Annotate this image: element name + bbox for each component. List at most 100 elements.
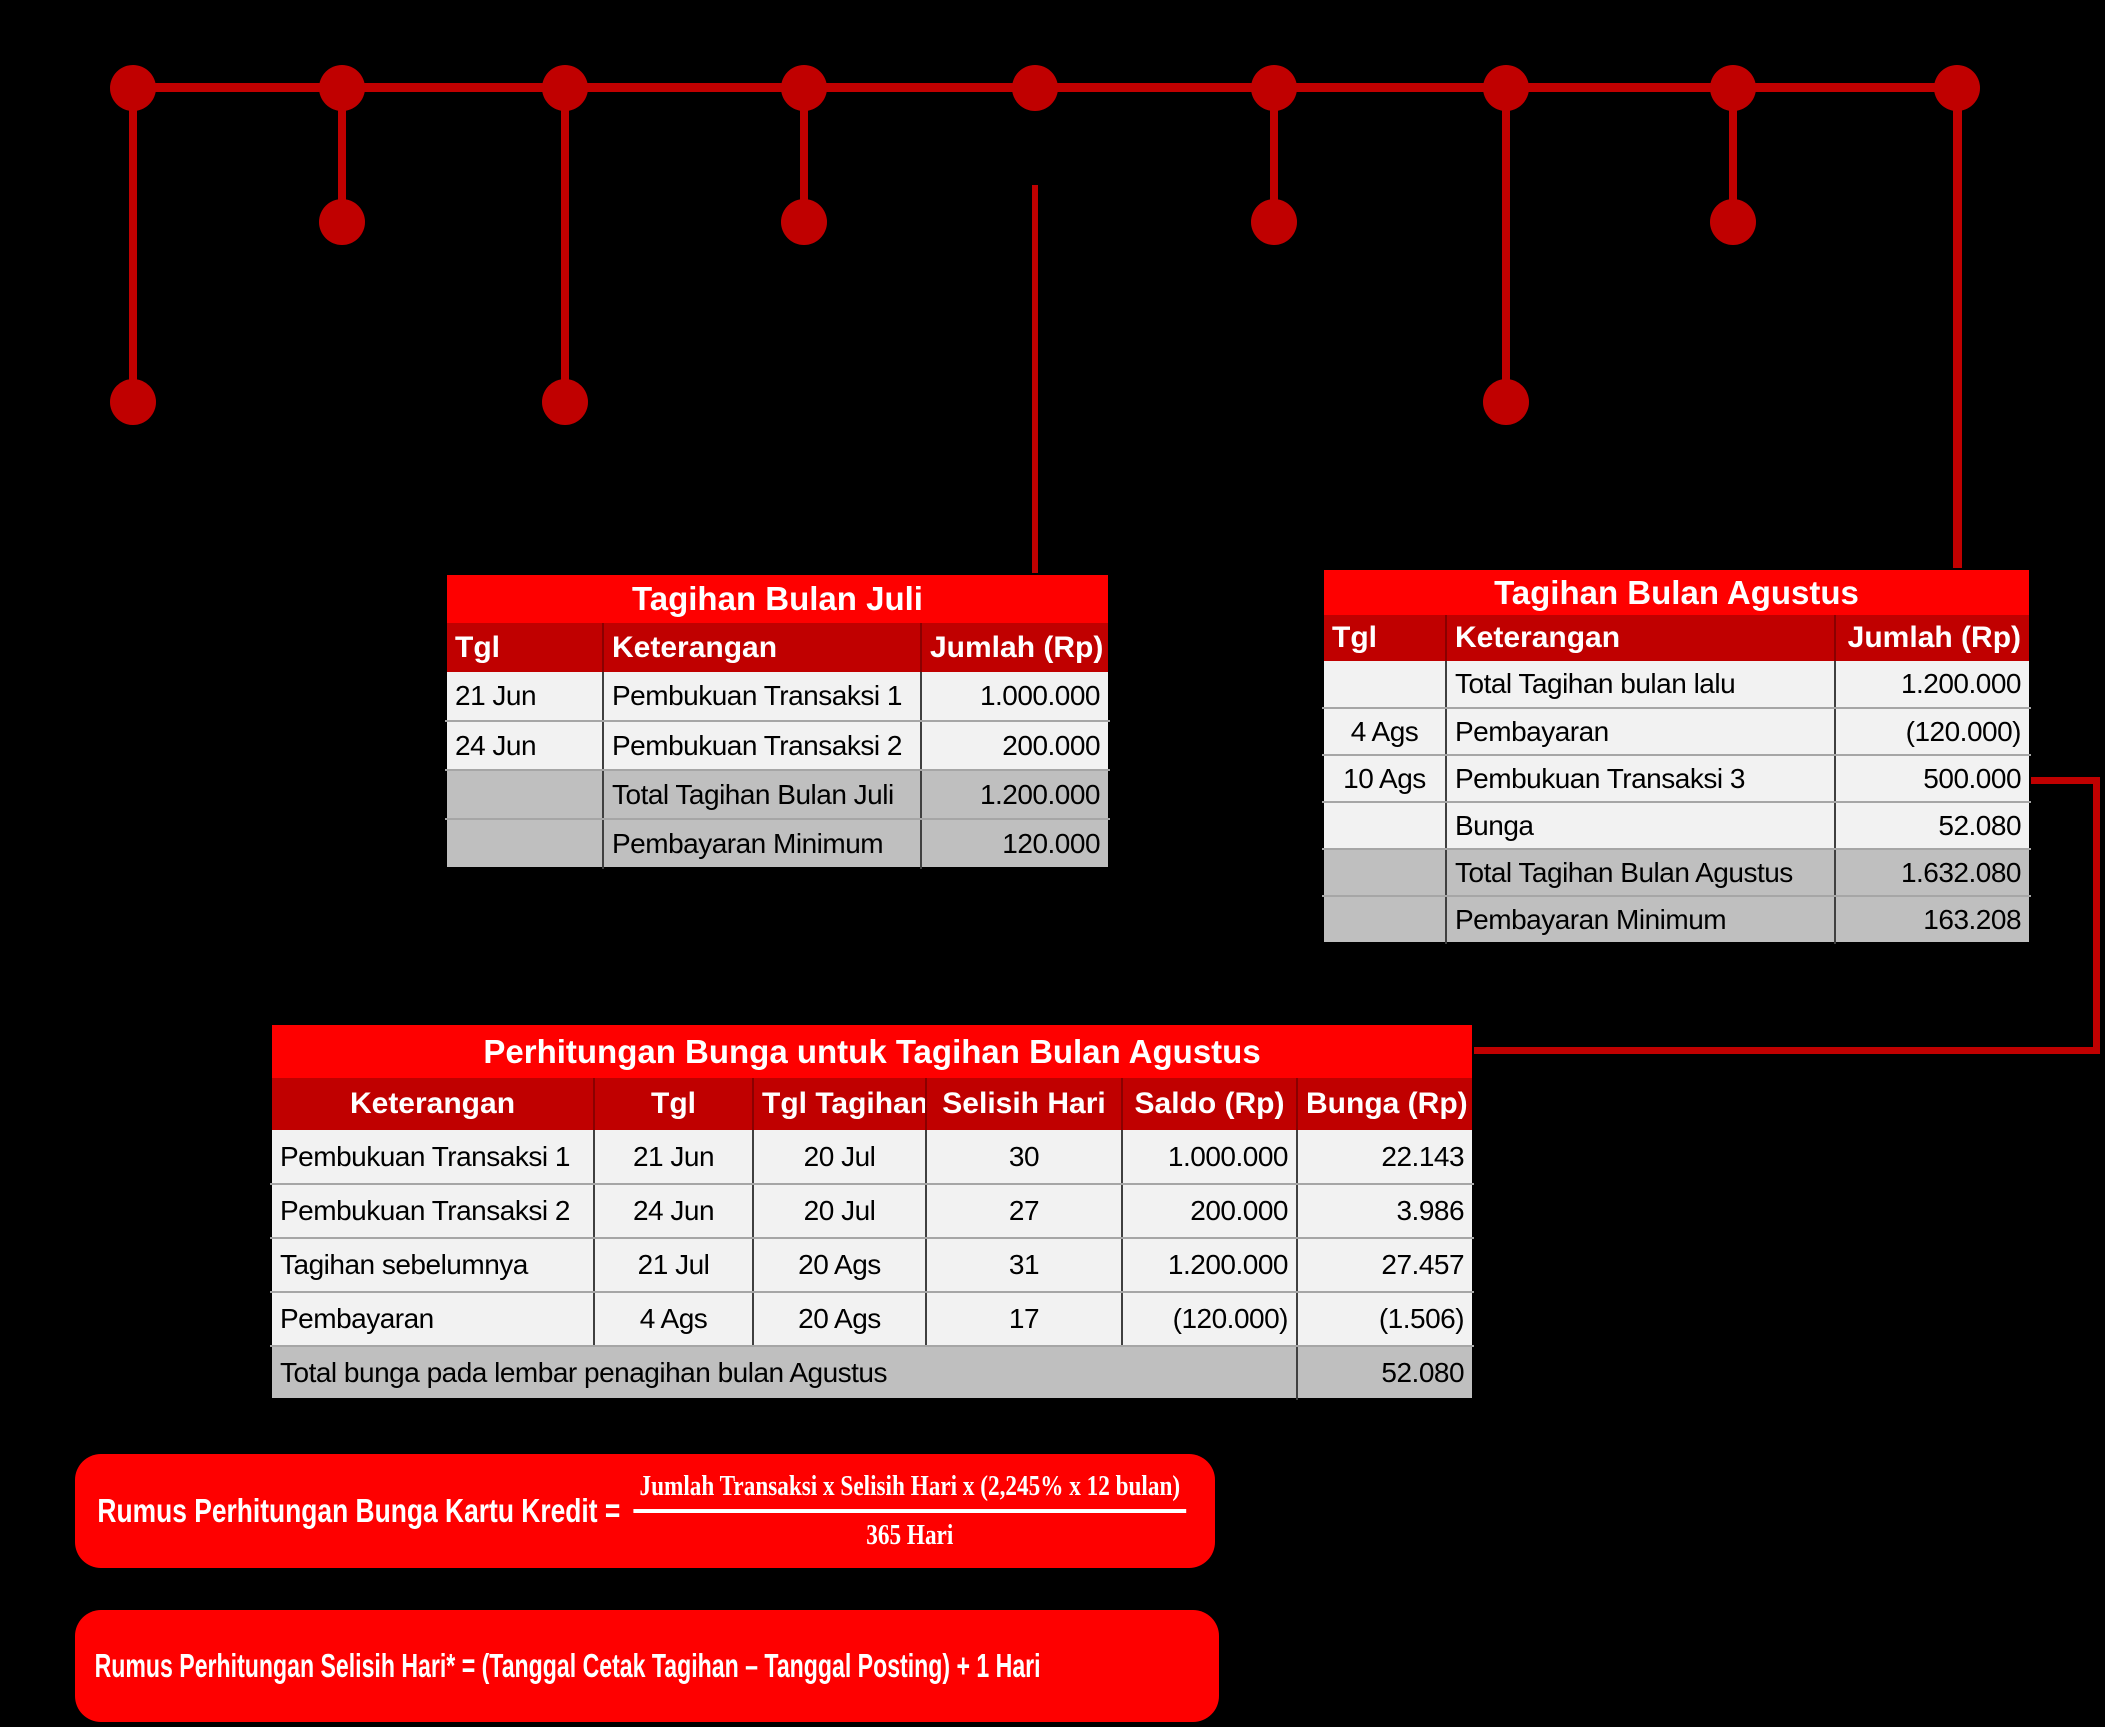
table-cell: Pembayaran Minimum xyxy=(1446,896,1836,943)
timeline-end-dot-icon xyxy=(110,379,156,425)
table-cell xyxy=(1323,802,1447,850)
table-cell: Total Tagihan Bulan Juli xyxy=(603,770,922,820)
table-cell: 30 xyxy=(926,1130,1123,1185)
connector-agustus-right-segment xyxy=(2029,777,2100,784)
table-cell: 500.000 xyxy=(1835,755,2031,803)
perhitungan-header-bunga: Bunga (Rp) xyxy=(1297,1078,1474,1130)
timeline-end-dot-icon xyxy=(1483,379,1529,425)
timeline-stem xyxy=(800,88,808,222)
table-perhitungan-title: Perhitungan Bunga untuk Tagihan Bulan Ag… xyxy=(271,1024,1474,1078)
timeline-stem xyxy=(129,88,137,402)
table-cell xyxy=(1323,849,1447,897)
table-cell xyxy=(1323,896,1447,943)
timeline-node-icon xyxy=(1012,65,1058,111)
table-perhitungan-bunga: Perhitungan Bunga untuk Tagihan Bulan Ag… xyxy=(270,1023,1475,1400)
table-row: Tagihan sebelumnya 21 Jul 20 Ags 31 1.20… xyxy=(271,1238,1474,1293)
table-cell: Pembukuan Transaksi 1 xyxy=(603,672,922,722)
table-cell: 120.000 xyxy=(921,819,1110,868)
total-bunga-value: 52.080 xyxy=(1297,1346,1474,1399)
table-cell: 27 xyxy=(926,1184,1123,1239)
table-cell: 1.200.000 xyxy=(921,770,1110,820)
table-cell: 24 Jun xyxy=(446,721,604,771)
table-cell: 4 Ags xyxy=(1323,708,1447,756)
table-row: Pembayaran 4 Ags 20 Ags 17 (120.000) (1.… xyxy=(271,1292,1474,1347)
table-cell: 20 Ags xyxy=(753,1238,927,1293)
table-cell: Pembukuan Transaksi 1 xyxy=(271,1130,595,1185)
table-cell: 1.000.000 xyxy=(1122,1130,1298,1185)
table-cell xyxy=(1323,661,1447,709)
connector-node9-to-agustus-table xyxy=(1953,88,1962,568)
table-cell: Pembukuan Transaksi 2 xyxy=(603,721,922,771)
table-cell: Pembayaran Minimum xyxy=(603,819,922,868)
timeline-end-dot-icon xyxy=(1710,199,1756,245)
table-cell: 163.208 xyxy=(1835,896,2031,943)
table-cell: 200.000 xyxy=(921,721,1110,771)
table-cell: (120.000) xyxy=(1122,1292,1298,1347)
table-cell: 52.080 xyxy=(1835,802,2031,850)
table-cell: Tagihan sebelumnya xyxy=(271,1238,595,1293)
total-bunga-label: Total bunga pada lembar penagihan bulan … xyxy=(271,1346,1298,1399)
table-cell: 20 Jul xyxy=(753,1184,927,1239)
table-cell: 10 Ags xyxy=(1323,755,1447,803)
table-cell: Total Tagihan Bulan Agustus xyxy=(1446,849,1836,897)
table-cell: 1.632.080 xyxy=(1835,849,2031,897)
perhitungan-header-keterangan: Keterangan xyxy=(271,1078,595,1130)
table-cell: Pembayaran xyxy=(1446,708,1836,756)
perhitungan-header-saldo: Saldo (Rp) xyxy=(1122,1078,1298,1130)
formula-selisih-label: Rumus Perhitungan Selisih Hari* = (Tangg… xyxy=(94,1647,1041,1684)
timeline-stem xyxy=(1270,88,1278,222)
table-cell: Bunga xyxy=(1446,802,1836,850)
timeline-end-dot-icon xyxy=(1251,199,1297,245)
table-cell: 21 Jun xyxy=(446,672,604,722)
table-row: 24 Jun Pembukuan Transaksi 2 200.000 xyxy=(446,721,1110,771)
timeline-end-dot-icon xyxy=(542,379,588,425)
timeline-end-dot-icon xyxy=(319,199,365,245)
table-cell: 20 Jul xyxy=(753,1130,927,1185)
table-row: Total Tagihan Bulan Agustus 1.632.080 xyxy=(1323,849,2031,897)
table-cell: 31 xyxy=(926,1238,1123,1293)
table-row: Pembayaran Minimum 120.000 xyxy=(446,819,1110,868)
table-agustus: Tagihan Bulan Agustus Tgl Keterangan Jum… xyxy=(1322,568,2032,944)
table-cell: 21 Jun xyxy=(594,1130,754,1185)
table-row: 21 Jun Pembukuan Transaksi 1 1.000.000 xyxy=(446,672,1110,722)
table-cell: 1.200.000 xyxy=(1122,1238,1298,1293)
table-cell: (120.000) xyxy=(1835,708,2031,756)
table-cell: 27.457 xyxy=(1297,1238,1474,1293)
table-cell: Pembukuan Transaksi 3 xyxy=(1446,755,1836,803)
agustus-header-tgl: Tgl xyxy=(1323,615,1447,661)
table-row: Pembukuan Transaksi 1 21 Jun 20 Jul 30 1… xyxy=(271,1130,1474,1185)
table-row: Total Tagihan bulan lalu 1.200.000 xyxy=(1323,661,2031,709)
table-cell: Pembayaran xyxy=(271,1292,595,1347)
table-row: 4 Ags Pembayaran (120.000) xyxy=(1323,708,2031,756)
table-juli: Tagihan Bulan Juli Tgl Keterangan Jumlah… xyxy=(445,573,1111,869)
table-total-row: Total bunga pada lembar penagihan bulan … xyxy=(271,1346,1474,1399)
juli-header-keterangan: Keterangan xyxy=(603,623,922,672)
formula-box-bunga: Rumus Perhitungan Bunga Kartu Kredit = J… xyxy=(75,1454,1215,1568)
connector-to-perhitungan-segment xyxy=(1472,1047,2100,1054)
perhitungan-header-tgl-tagihan: Tgl Tagihan xyxy=(753,1078,927,1130)
table-row: Pembayaran Minimum 163.208 xyxy=(1323,896,2031,943)
timeline-stem xyxy=(1729,88,1737,222)
timeline-stem xyxy=(561,88,569,402)
juli-header-tgl: Tgl xyxy=(446,623,604,672)
timeline-stem xyxy=(338,88,346,222)
connector-node5-to-juli-table xyxy=(1032,185,1038,573)
table-cell: 1.200.000 xyxy=(1835,661,2031,709)
table-cell: 24 Jun xyxy=(594,1184,754,1239)
table-row: Bunga 52.080 xyxy=(1323,802,2031,850)
table-cell: 4 Ags xyxy=(594,1292,754,1347)
table-cell: (1.506) xyxy=(1297,1292,1474,1347)
table-cell xyxy=(446,770,604,820)
formula-bunga-numerator: Jumlah Transaksi x Selisih Hari x (2,245… xyxy=(633,1470,1187,1513)
table-cell: 22.143 xyxy=(1297,1130,1474,1185)
agustus-header-keterangan: Keterangan xyxy=(1446,615,1836,661)
timeline-end-dot-icon xyxy=(781,199,827,245)
table-cell: Pembukuan Transaksi 2 xyxy=(271,1184,595,1239)
table-cell: 200.000 xyxy=(1122,1184,1298,1239)
table-cell: 3.986 xyxy=(1297,1184,1474,1239)
table-row: Total Tagihan Bulan Juli 1.200.000 xyxy=(446,770,1110,820)
table-agustus-title: Tagihan Bulan Agustus xyxy=(1323,569,2031,615)
table-cell: Total Tagihan bulan lalu xyxy=(1446,661,1836,709)
table-cell: 21 Jul xyxy=(594,1238,754,1293)
